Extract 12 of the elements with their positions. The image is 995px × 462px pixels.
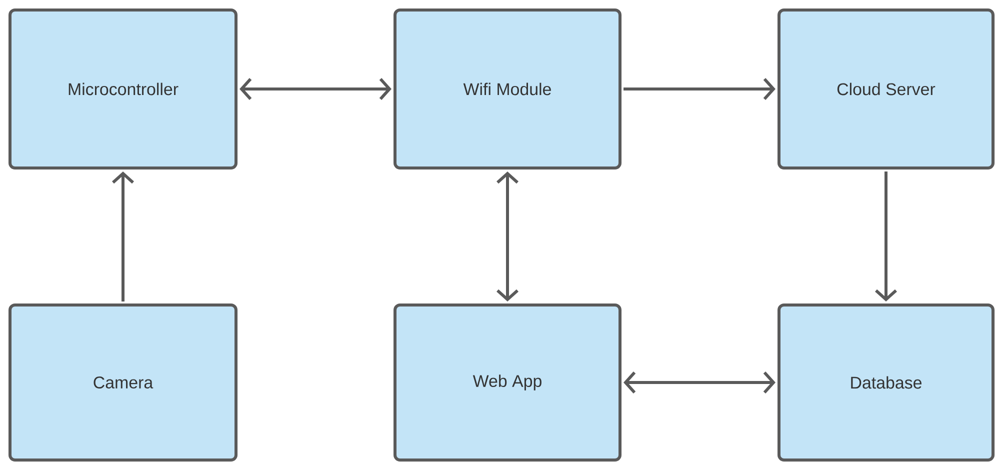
process-box: Wifi Module bbox=[394, 8, 622, 170]
arrow bbox=[496, 172, 518, 302]
arrow bbox=[624, 371, 776, 394]
process-box: Camera bbox=[8, 304, 238, 462]
process-box: Cloud Server bbox=[778, 8, 994, 170]
process-box: Database bbox=[778, 304, 994, 462]
arrow bbox=[875, 172, 897, 302]
arrow bbox=[112, 172, 134, 302]
process-box: Web App bbox=[394, 304, 622, 462]
process-box: Microcontroller bbox=[8, 8, 238, 170]
arrow bbox=[624, 78, 776, 100]
arrow bbox=[240, 78, 392, 100]
